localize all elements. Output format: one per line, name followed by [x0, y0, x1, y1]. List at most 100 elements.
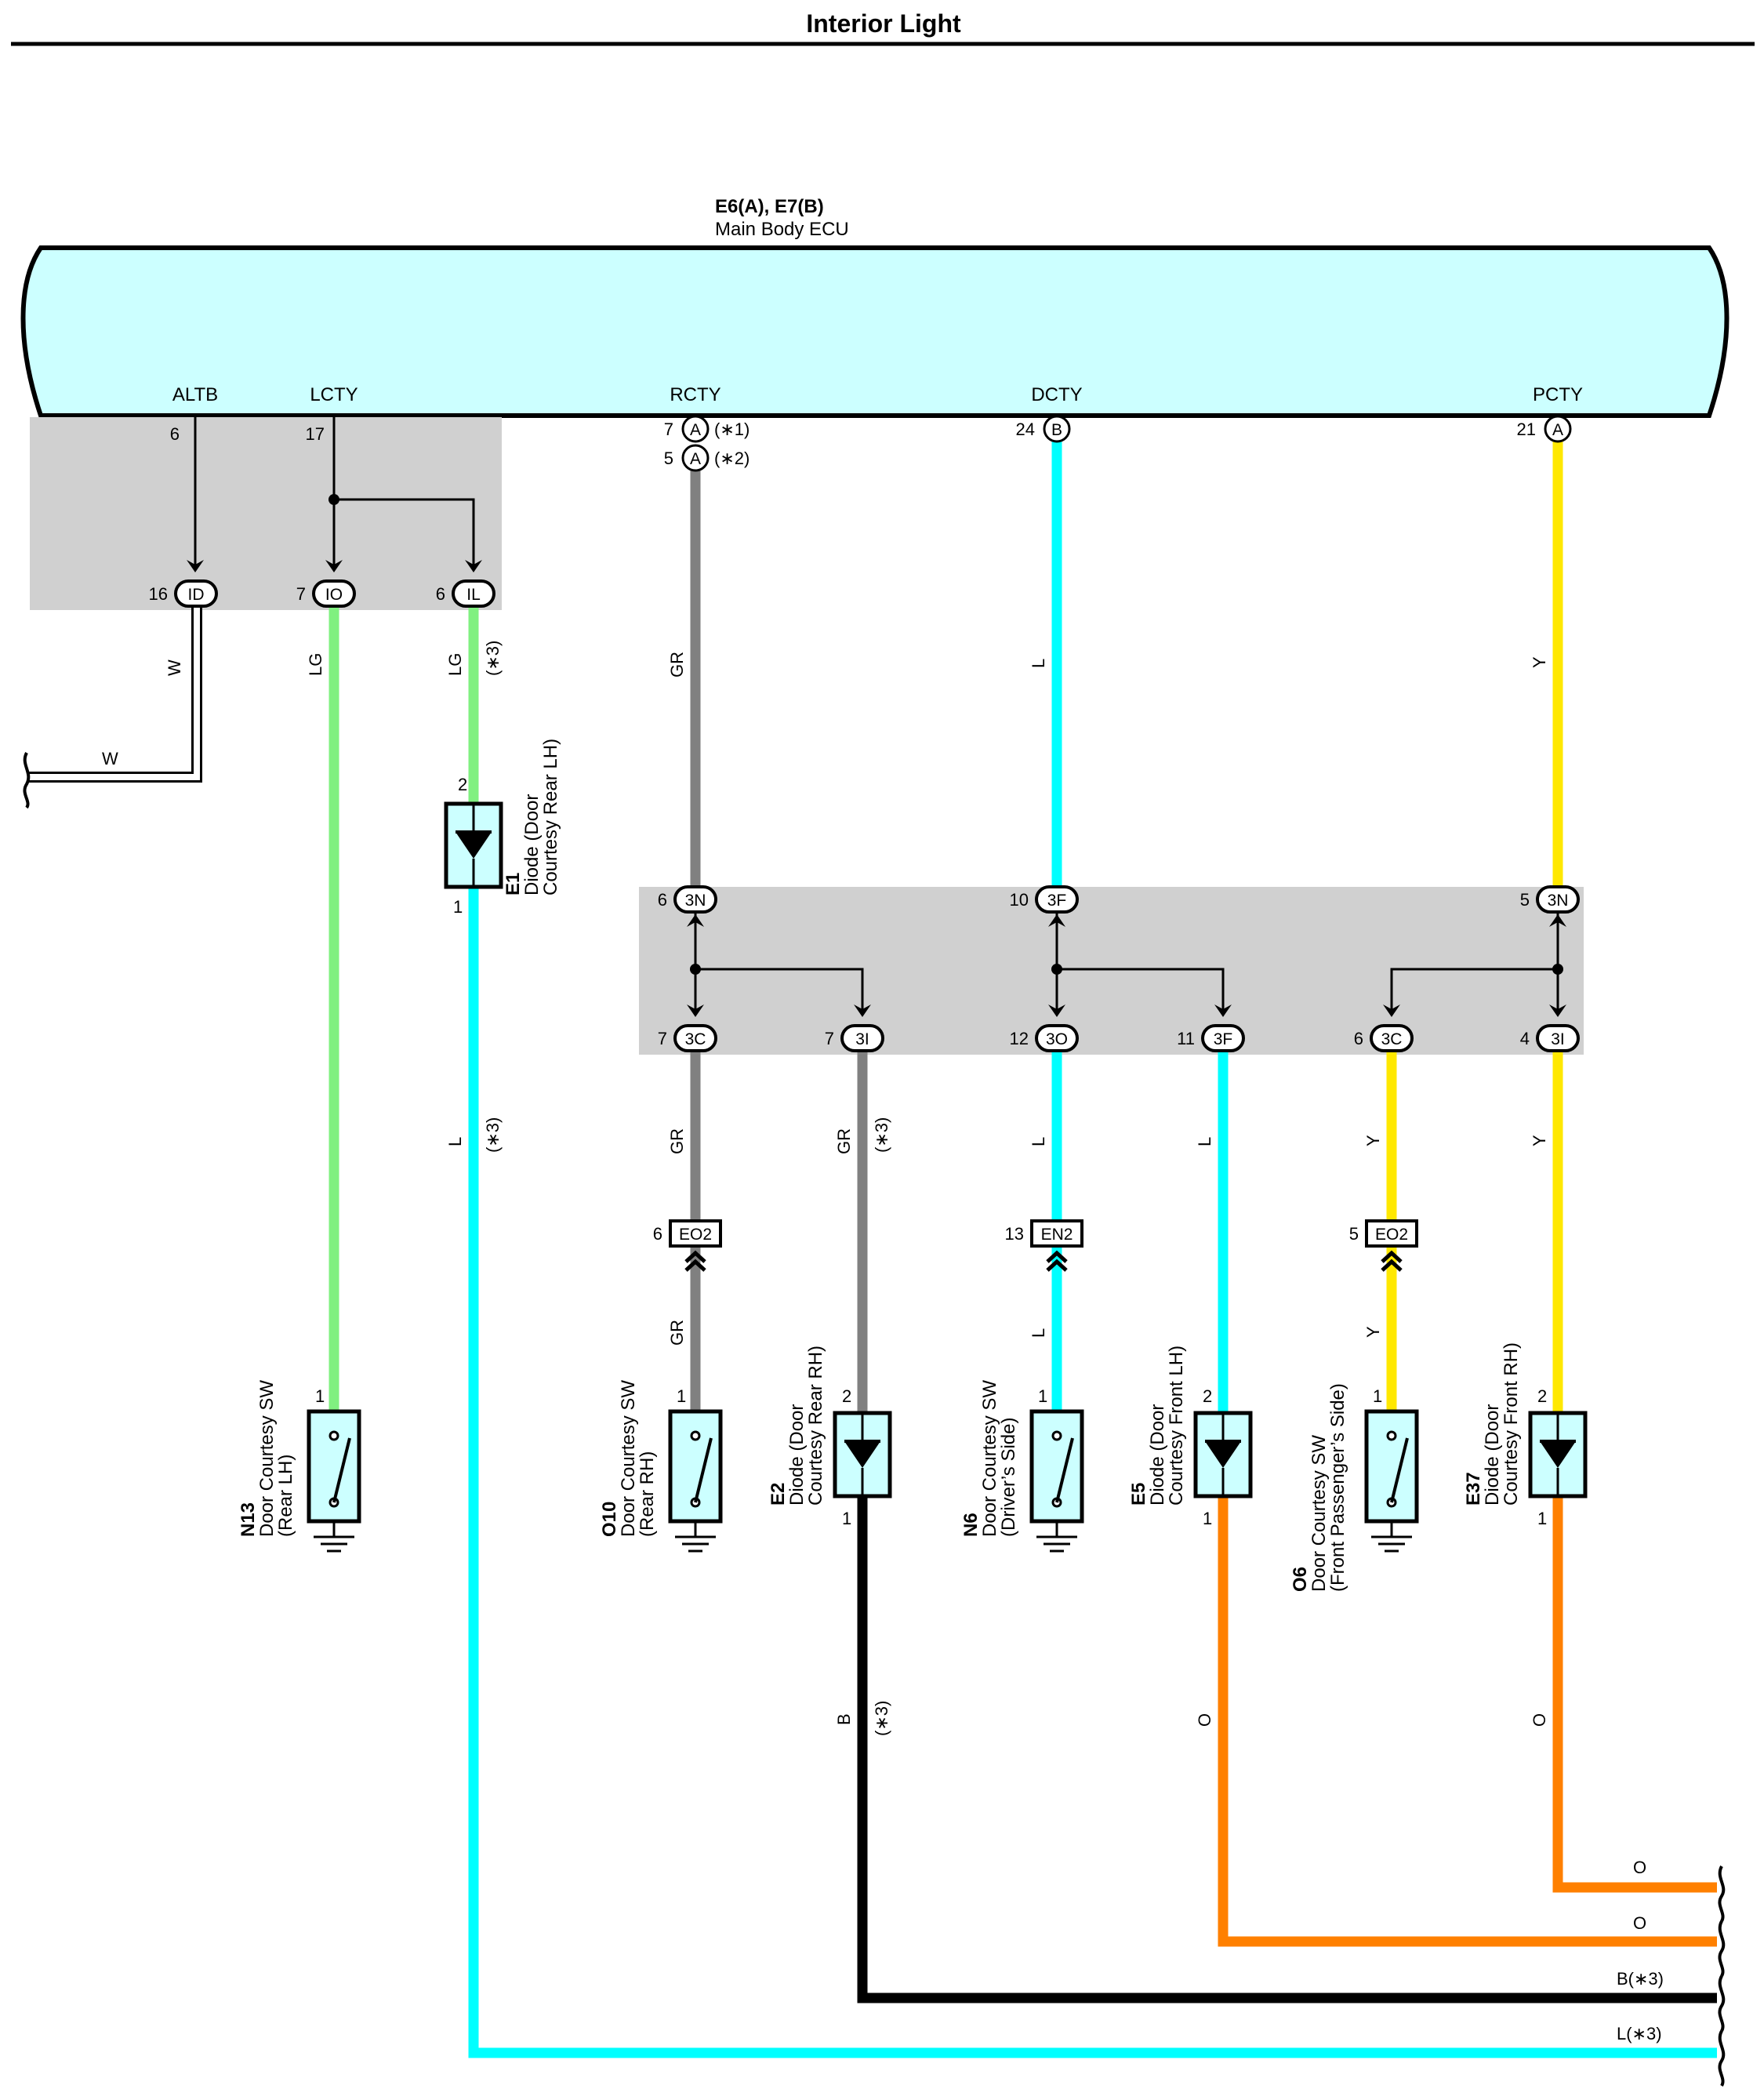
label-y-o6-bottom: Y [1363, 1326, 1383, 1338]
label-w-vertical: W [165, 659, 184, 676]
svg-text:(Front Passenger’s Side): (Front Passenger’s Side) [1327, 1383, 1348, 1592]
right-label-l: L(∗3) [1617, 2024, 1662, 2043]
right-label-o2: O [1633, 1913, 1646, 1933]
ecu-name: Main Body ECU [715, 219, 849, 240]
svg-text:7: 7 [664, 420, 673, 439]
label-l-e5: L [1195, 1137, 1214, 1146]
wire-b-e2 [857, 1496, 1717, 2003]
svg-text:Diode (Door: Diode (Door [1482, 1404, 1503, 1506]
junction-block-top [30, 417, 502, 610]
svg-text:1: 1 [453, 897, 463, 917]
label-gr-e2: GR [834, 1128, 854, 1154]
label-star3-il: (∗3) [483, 641, 503, 676]
connector-eo2-o10: EO2 6 [653, 1219, 722, 1270]
svg-text:(Rear RH): (Rear RH) [637, 1451, 658, 1537]
label-l-n6-bottom: L [1029, 1328, 1048, 1338]
svg-text:(Driver’s Side): (Driver’s Side) [998, 1418, 1019, 1537]
svg-text:Courtesy Front LH): Courtesy Front LH) [1166, 1346, 1187, 1506]
svg-text:O6: O6 [1290, 1567, 1311, 1592]
svg-text:Door Courtesy SW: Door Courtesy SW [1308, 1435, 1330, 1592]
svg-text:(∗1): (∗1) [714, 420, 750, 439]
label-lg-il: LG [445, 653, 465, 676]
ecu-terminal-altb: ALTB [172, 384, 218, 405]
svg-text:2: 2 [842, 1386, 851, 1406]
top-junction-lines [187, 417, 482, 572]
svg-text:6: 6 [658, 890, 667, 910]
ecu-terminal-pcty: PCTY [1533, 384, 1583, 405]
svg-text:5: 5 [1349, 1224, 1359, 1244]
ecu-connector-pcty: A 21 [1517, 415, 1572, 443]
connector-3i-e37: 3I 4 [1520, 1024, 1580, 1052]
svg-text:1: 1 [677, 1386, 686, 1406]
svg-text:3O: 3O [1046, 1030, 1068, 1048]
svg-text:EN2: EN2 [1041, 1226, 1073, 1244]
right-label-b: B(∗3) [1617, 1969, 1664, 1989]
label-lg-lcty: LG [306, 653, 325, 676]
pin-lcty: 17 [306, 424, 325, 444]
svg-text:A: A [690, 421, 701, 439]
label-star3-e2: (∗3) [872, 1117, 891, 1153]
svg-text:11: 11 [1177, 1029, 1195, 1048]
connector-en2-n6: EN2 13 [1005, 1219, 1083, 1270]
connector-3n-rcty: 3N 6 [658, 885, 717, 914]
label-l-dcty: L [1029, 659, 1048, 668]
wire-l-e1 [468, 887, 1717, 2058]
break-mark-left [23, 752, 31, 809]
connector-3c-o10: 3C 7 [658, 1024, 717, 1052]
middle-junction-arrows [687, 914, 1566, 1017]
ecu-terminal-rcty: RCTY [670, 384, 720, 405]
wire-o-e5 [1218, 1496, 1717, 1947]
wire-o-e37 [1552, 1496, 1717, 1893]
label-w-horizontal: W [102, 749, 118, 768]
ecu-box [20, 245, 1730, 418]
svg-text:Diode (Door: Diode (Door [1147, 1404, 1168, 1506]
svg-text:E1: E1 [503, 873, 524, 895]
label-gr-o10-top: GR [667, 1128, 687, 1154]
connector-id: ID 16 [149, 579, 218, 608]
switch-n6: 1 N6 Door Courtesy SW (Driver’s Side) [960, 1380, 1082, 1553]
svg-text:1: 1 [315, 1386, 325, 1406]
diode-e37: 2 1 E37 Diode (Door Courtesy Front RH) [1463, 1342, 1585, 1528]
svg-text:5: 5 [1520, 890, 1530, 910]
svg-text:3C: 3C [685, 1030, 706, 1048]
svg-text:2: 2 [1203, 1386, 1212, 1406]
connector-3f-dcty: 3F 10 [1010, 885, 1079, 914]
switch-o10: 1 O10 Door Courtesy SW (Rear RH) [599, 1380, 720, 1553]
label-gr-o10-bottom: GR [667, 1320, 687, 1346]
label-y-pcty: Y [1530, 656, 1549, 668]
svg-text:7: 7 [825, 1029, 834, 1048]
svg-text:4: 4 [1520, 1029, 1530, 1048]
svg-text:24: 24 [1016, 420, 1035, 439]
connector-3i-e2: 3I 7 [825, 1024, 884, 1052]
label-y-o6-top: Y [1363, 1135, 1383, 1146]
svg-text:6: 6 [1354, 1029, 1363, 1048]
svg-text:2: 2 [1537, 1386, 1547, 1406]
svg-text:E37: E37 [1463, 1472, 1484, 1506]
svg-text:7: 7 [658, 1029, 667, 1048]
label-o-e37: O [1530, 1713, 1549, 1727]
wire-color-labels: W W LG LG (∗3) GR L Y L (∗3) GR GR (∗3) … [102, 641, 1549, 1736]
label-y-e37: Y [1530, 1135, 1549, 1146]
svg-text:3F: 3F [1047, 892, 1067, 910]
connector-3f-e5: 3F 11 [1177, 1024, 1245, 1052]
svg-text:1: 1 [1537, 1509, 1547, 1528]
ecu-terminal-lcty: LCTY [310, 384, 358, 405]
svg-text:Courtesy Front RH): Courtesy Front RH) [1501, 1342, 1522, 1506]
connector-eo2-o6: EO2 5 [1349, 1219, 1418, 1270]
page-title: Interior Light [806, 9, 961, 38]
svg-text:10: 10 [1010, 890, 1029, 910]
diode-e2: 2 1 E2 Diode (Door Courtesy Rear RH) [768, 1346, 890, 1528]
svg-text:21: 21 [1517, 420, 1536, 439]
svg-text:E2: E2 [768, 1483, 789, 1506]
svg-text:(∗2): (∗2) [714, 449, 750, 468]
wires [27, 439, 1717, 2058]
label-star3-e1: (∗3) [483, 1117, 503, 1153]
diode-e1: 2 1 E1 Diode (Door Courtesy Rear LH) [446, 739, 561, 917]
svg-text:3N: 3N [1548, 892, 1569, 910]
label-b-e2: B [834, 1713, 854, 1725]
svg-text:EO2: EO2 [1375, 1226, 1408, 1244]
switch-o6: 1 O6 Door Courtesy SW (Front Passenger’s… [1290, 1383, 1417, 1592]
svg-text:(Rear LH): (Rear LH) [275, 1455, 296, 1537]
connector-3n-pcty: 3N 5 [1520, 885, 1580, 914]
svg-text:2: 2 [458, 775, 467, 794]
